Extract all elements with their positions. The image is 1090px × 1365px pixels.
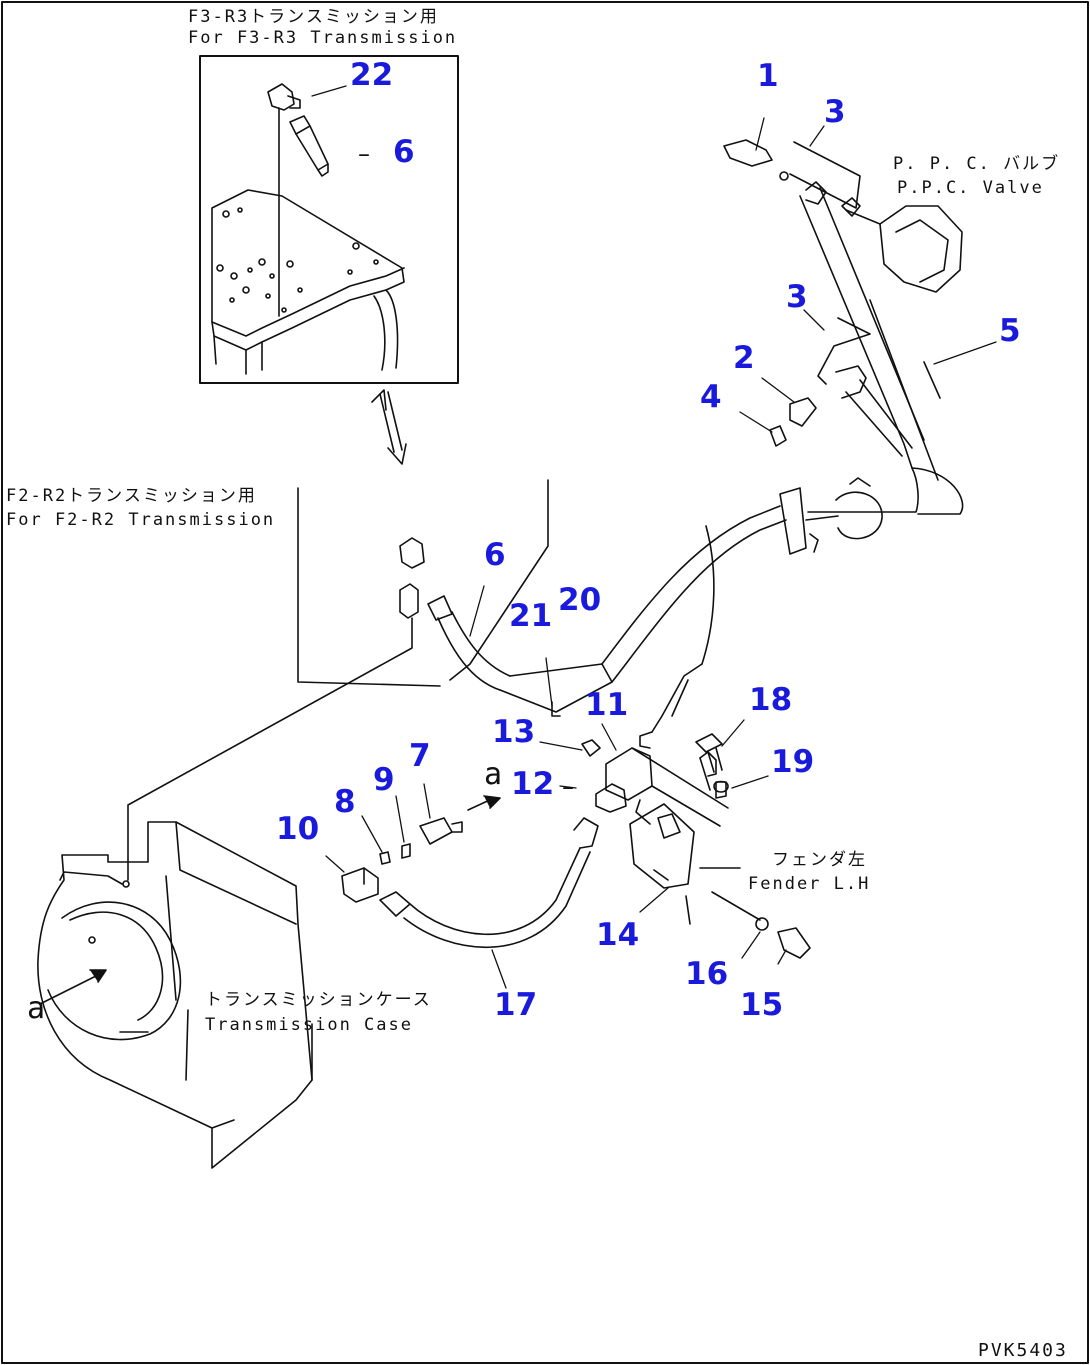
clamp-assembly bbox=[779, 467, 919, 555]
callout-3-upper: 3 bbox=[824, 94, 846, 130]
sender-7 bbox=[419, 817, 463, 845]
callout-20: 20 bbox=[558, 582, 602, 618]
bolt-15-16 bbox=[685, 867, 811, 959]
variant-title-jp: F2-R2トランスミッション用 bbox=[6, 486, 257, 506]
callout-22: 22 bbox=[350, 57, 394, 93]
drawing-code: PVK5403 bbox=[978, 1340, 1068, 1361]
inset-valve-body bbox=[211, 189, 405, 375]
callout-15: 15 bbox=[740, 987, 784, 1023]
inset-connector-22 bbox=[267, 83, 301, 317]
arrow-a-lower-head bbox=[89, 969, 107, 983]
variant-leader bbox=[449, 479, 549, 681]
callout-16: 16 bbox=[685, 956, 729, 992]
arrow-a-upper-head bbox=[483, 795, 501, 809]
callout-3-lower: 3 bbox=[786, 279, 808, 315]
variant-bracket bbox=[297, 487, 441, 687]
plate-3-lower bbox=[817, 317, 871, 385]
transmission-case-label-jp: トランスミッションケース bbox=[205, 990, 432, 1010]
connector-10 bbox=[341, 867, 379, 903]
elbow-connectors bbox=[399, 537, 453, 621]
variant-title-en: For F2-R2 Transmission bbox=[6, 510, 276, 530]
callout-10: 10 bbox=[276, 811, 320, 847]
arrow-a-lower bbox=[39, 971, 105, 1005]
callout-leaders bbox=[311, 85, 997, 989]
callout-9: 9 bbox=[373, 762, 395, 798]
callout-8: 8 bbox=[334, 784, 356, 820]
callout-18: 18 bbox=[749, 682, 793, 718]
bracket-14 bbox=[629, 803, 695, 889]
ppc-valve bbox=[841, 197, 963, 293]
hose-17 bbox=[379, 817, 599, 949]
washer-19 bbox=[713, 780, 729, 793]
hose-6-20 bbox=[437, 505, 787, 717]
callout-dash-6-inset: – bbox=[358, 140, 370, 168]
callout-6-main: 6 bbox=[484, 537, 506, 573]
parts-8-9 bbox=[379, 843, 411, 865]
ref-letter-a-upper: a bbox=[484, 757, 503, 792]
callout-13: 13 bbox=[492, 714, 536, 750]
inset-box bbox=[199, 55, 459, 384]
callout-5: 5 bbox=[999, 313, 1021, 349]
ppc-valve-label-jp: P. P. C. バルブ bbox=[893, 154, 1061, 174]
valve-11-12 bbox=[581, 739, 729, 827]
callout-6-inset: 6 bbox=[393, 134, 415, 170]
fitting-1 bbox=[723, 139, 789, 181]
fender-label-en: Fender L.H bbox=[748, 874, 871, 894]
ref-letter-a-lower: a bbox=[27, 991, 46, 1026]
callout-7: 7 bbox=[409, 738, 431, 774]
callout-dash-12: – bbox=[562, 773, 574, 801]
callout-4: 4 bbox=[700, 379, 722, 415]
double-arrow bbox=[371, 389, 407, 465]
hose-to-valve bbox=[639, 525, 715, 749]
fittings-2-4 bbox=[769, 365, 913, 457]
bolt-18 bbox=[695, 733, 723, 773]
callout-14: 14 bbox=[596, 917, 640, 953]
callout-11: 11 bbox=[585, 687, 629, 723]
hose-5 bbox=[799, 181, 964, 515]
callout-12: 12 bbox=[511, 766, 555, 802]
callout-2: 2 bbox=[733, 340, 755, 376]
connection-line bbox=[127, 617, 413, 881]
callout-19: 19 bbox=[771, 744, 815, 780]
fender-label-jp: フェンダ左 bbox=[772, 850, 867, 870]
callout-17: 17 bbox=[494, 987, 538, 1023]
inset-hose-6 bbox=[289, 115, 329, 177]
inset-title-en: For F3-R3 Transmission bbox=[188, 28, 458, 48]
plate-3-upper bbox=[789, 141, 861, 209]
ppc-valve-label-en: P.P.C. Valve bbox=[897, 178, 1044, 198]
transmission-case bbox=[37, 821, 313, 1169]
transmission-case-label-en: Transmission Case bbox=[205, 1015, 413, 1035]
inset-title-jp: F3-R3トランスミッション用 bbox=[188, 7, 439, 27]
callout-21: 21 bbox=[509, 598, 553, 634]
callout-1: 1 bbox=[757, 58, 779, 94]
